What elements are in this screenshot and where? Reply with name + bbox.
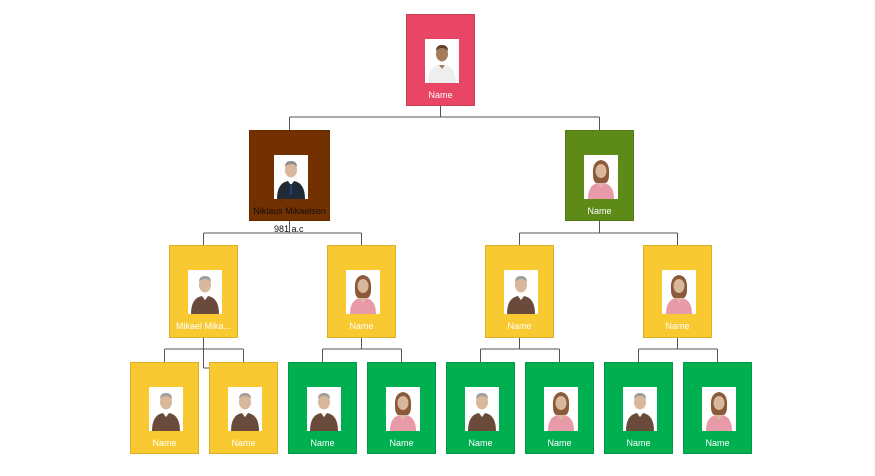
org-node-label: Mikael Mika... [175, 321, 231, 331]
org-node-l2d[interactable]: Name [643, 245, 712, 338]
male-casual-icon [425, 39, 459, 83]
org-node-l3a[interactable]: Name [130, 362, 199, 454]
org-node-label: Name [468, 438, 493, 448]
org-node-label: Name [152, 438, 177, 448]
male-icon [149, 387, 183, 431]
male-suit-icon [274, 155, 308, 199]
org-node-l2c[interactable]: Name [485, 245, 554, 338]
male-icon [504, 270, 538, 314]
org-node-label: Name [507, 321, 532, 331]
org-node-label: Name [547, 438, 572, 448]
org-node-label: Name [587, 206, 612, 216]
org-node-label: Name [310, 438, 335, 448]
male-icon [307, 387, 341, 431]
org-node-label: Name [231, 438, 256, 448]
female-icon [702, 387, 736, 431]
org-node-label: Name [626, 438, 651, 448]
org-node-label: Name [349, 321, 374, 331]
org-node-l1a[interactable]: Niklaus Mikaelson [249, 130, 330, 221]
org-node-l2b[interactable]: Name [327, 245, 396, 338]
org-node-label: Name [665, 321, 690, 331]
org-node-root[interactable]: Name [406, 14, 475, 106]
male-icon [623, 387, 657, 431]
org-node-l3f[interactable]: Name [525, 362, 594, 454]
female-icon [346, 270, 380, 314]
female-icon [584, 155, 618, 199]
org-node-l2a[interactable]: Mikael Mika... [169, 245, 238, 338]
org-node-label: Name [705, 438, 730, 448]
org-node-sublabel: 981 a.c [274, 224, 304, 234]
org-node-l3c[interactable]: Name [288, 362, 357, 454]
org-node-label: Name [389, 438, 414, 448]
org-node-l3h[interactable]: Name [683, 362, 752, 454]
female-icon [386, 387, 420, 431]
female-icon [662, 270, 696, 314]
org-node-label: Name [428, 90, 453, 100]
female-icon [544, 387, 578, 431]
male-icon [188, 270, 222, 314]
org-node-l3g[interactable]: Name [604, 362, 673, 454]
org-node-label: Niklaus Mikaelson [253, 206, 326, 216]
org-node-l1b[interactable]: Name [565, 130, 634, 221]
org-node-l3d[interactable]: Name [367, 362, 436, 454]
org-node-l3b[interactable]: Name [209, 362, 278, 454]
org-node-l3e[interactable]: Name [446, 362, 515, 454]
male-icon [465, 387, 499, 431]
male-icon [228, 387, 262, 431]
